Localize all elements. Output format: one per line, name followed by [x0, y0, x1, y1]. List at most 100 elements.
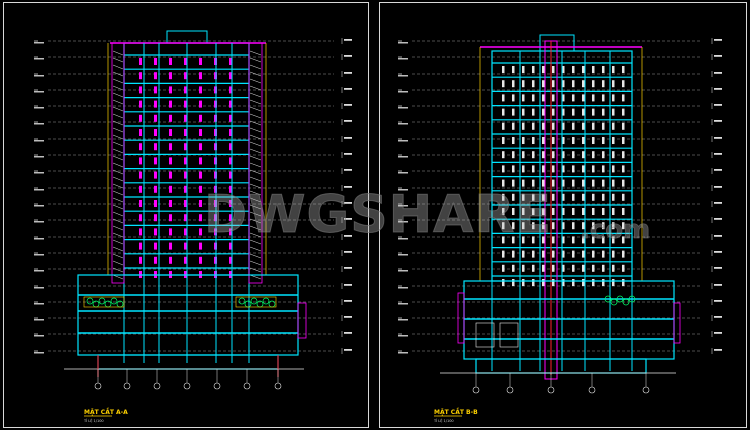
window: [562, 250, 565, 258]
window: [229, 72, 232, 80]
stair-flight: [112, 197, 124, 203]
landscape-tree: [250, 297, 258, 305]
window: [552, 137, 555, 144]
window: [532, 108, 535, 116]
stair-flight: [249, 211, 262, 217]
window: [602, 279, 605, 286]
stair-flight: [112, 267, 124, 273]
level-tag-right: [344, 267, 352, 269]
level-tag-left: [398, 319, 408, 321]
window: [502, 94, 505, 102]
window: [502, 108, 505, 116]
level-tag-left: [398, 91, 408, 93]
window: [582, 80, 585, 88]
level-tag-left: [34, 287, 44, 289]
window: [154, 171, 157, 179]
stair-flight: [249, 85, 262, 91]
level-tag-right: [344, 186, 352, 188]
window: [602, 151, 605, 159]
window: [542, 222, 545, 230]
window: [612, 250, 615, 258]
stair-flight: [249, 246, 262, 252]
window: [622, 193, 625, 201]
level-tag-right: [714, 104, 722, 106]
building-section: [440, 34, 681, 394]
level-tag-right: [714, 72, 722, 74]
window: [512, 264, 515, 272]
level-tag-left: [34, 352, 44, 354]
window: [592, 80, 595, 88]
landscape-tree: [616, 295, 624, 303]
level-tag-right: [714, 39, 722, 41]
window: [512, 193, 515, 201]
window: [542, 165, 545, 173]
window: [154, 200, 157, 207]
window: [184, 72, 187, 80]
level-tag-left: [34, 205, 44, 207]
grid-axis-bubble: [94, 382, 102, 390]
window: [552, 222, 555, 230]
stair-flight: [249, 141, 262, 147]
window: [592, 151, 595, 159]
window: [522, 165, 525, 173]
window: [229, 58, 232, 65]
window: [199, 72, 202, 80]
window: [229, 157, 232, 165]
window: [522, 94, 525, 102]
stair-flight: [249, 274, 262, 280]
window: [199, 86, 202, 94]
window: [199, 100, 202, 108]
window: [562, 137, 565, 144]
stair-flight: [112, 218, 124, 224]
stair-flight: [249, 204, 262, 210]
stair-flight: [112, 85, 124, 91]
stair-flight: [112, 155, 124, 161]
window: [512, 80, 515, 88]
window: [622, 137, 625, 144]
window: [562, 151, 565, 159]
window: [532, 264, 535, 272]
grid-axis-bubble: [123, 382, 131, 390]
window: [154, 86, 157, 94]
podium-room: [475, 322, 495, 348]
window: [169, 86, 172, 94]
level-tag-left: [34, 238, 44, 240]
window: [184, 171, 187, 179]
stair-flight: [112, 260, 124, 266]
level-tag-left: [34, 335, 44, 337]
grid-axis-bubble: [183, 382, 191, 390]
window: [582, 236, 585, 244]
level-tag-left: [398, 42, 408, 44]
window: [622, 236, 625, 244]
window: [602, 165, 605, 173]
window: [169, 143, 172, 151]
window: [169, 157, 172, 165]
window: [622, 250, 625, 258]
stair-flight: [249, 113, 262, 119]
level-markers: [398, 38, 722, 354]
level-tag-left: [398, 123, 408, 125]
window: [582, 66, 585, 73]
planter: [83, 296, 125, 308]
grid-axis-bubble: [274, 382, 282, 390]
window: [592, 179, 595, 187]
window: [592, 208, 595, 215]
window: [154, 100, 157, 108]
window: [522, 80, 525, 88]
window: [562, 279, 565, 286]
window: [229, 256, 232, 264]
window: [622, 66, 625, 73]
stair-flight: [249, 134, 262, 140]
window: [502, 122, 505, 130]
stair-flight: [112, 190, 124, 196]
level-tag-right: [344, 235, 352, 237]
window: [612, 80, 615, 88]
window: [199, 185, 202, 193]
window: [154, 129, 157, 136]
window: [229, 171, 232, 179]
stair-flight: [112, 274, 124, 280]
window: [572, 208, 575, 215]
level-tag-right: [344, 332, 352, 334]
grid-axis-bubble: [153, 382, 161, 390]
window: [532, 165, 535, 173]
